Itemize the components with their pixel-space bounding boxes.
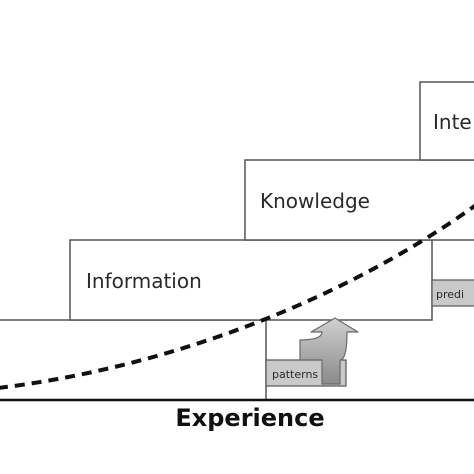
step-data-box [0, 319, 267, 401]
step-intelligence-label: Inte [433, 110, 472, 134]
transition-predictions: predi [431, 279, 474, 307]
patterns-up-arrow [299, 317, 359, 385]
transition-predictions-label: predi [436, 288, 464, 301]
step-information-label: Information [86, 269, 202, 293]
step-knowledge-label: Knowledge [260, 189, 370, 213]
x-axis-label: Experience [175, 404, 324, 432]
step-knowledge-box: Knowledge [244, 159, 474, 241]
transition-patterns-label: patterns [272, 368, 318, 381]
growth-curve [0, 203, 474, 390]
step-information-box: Information [69, 239, 433, 321]
step-intelligence-box: Inte [419, 81, 474, 161]
